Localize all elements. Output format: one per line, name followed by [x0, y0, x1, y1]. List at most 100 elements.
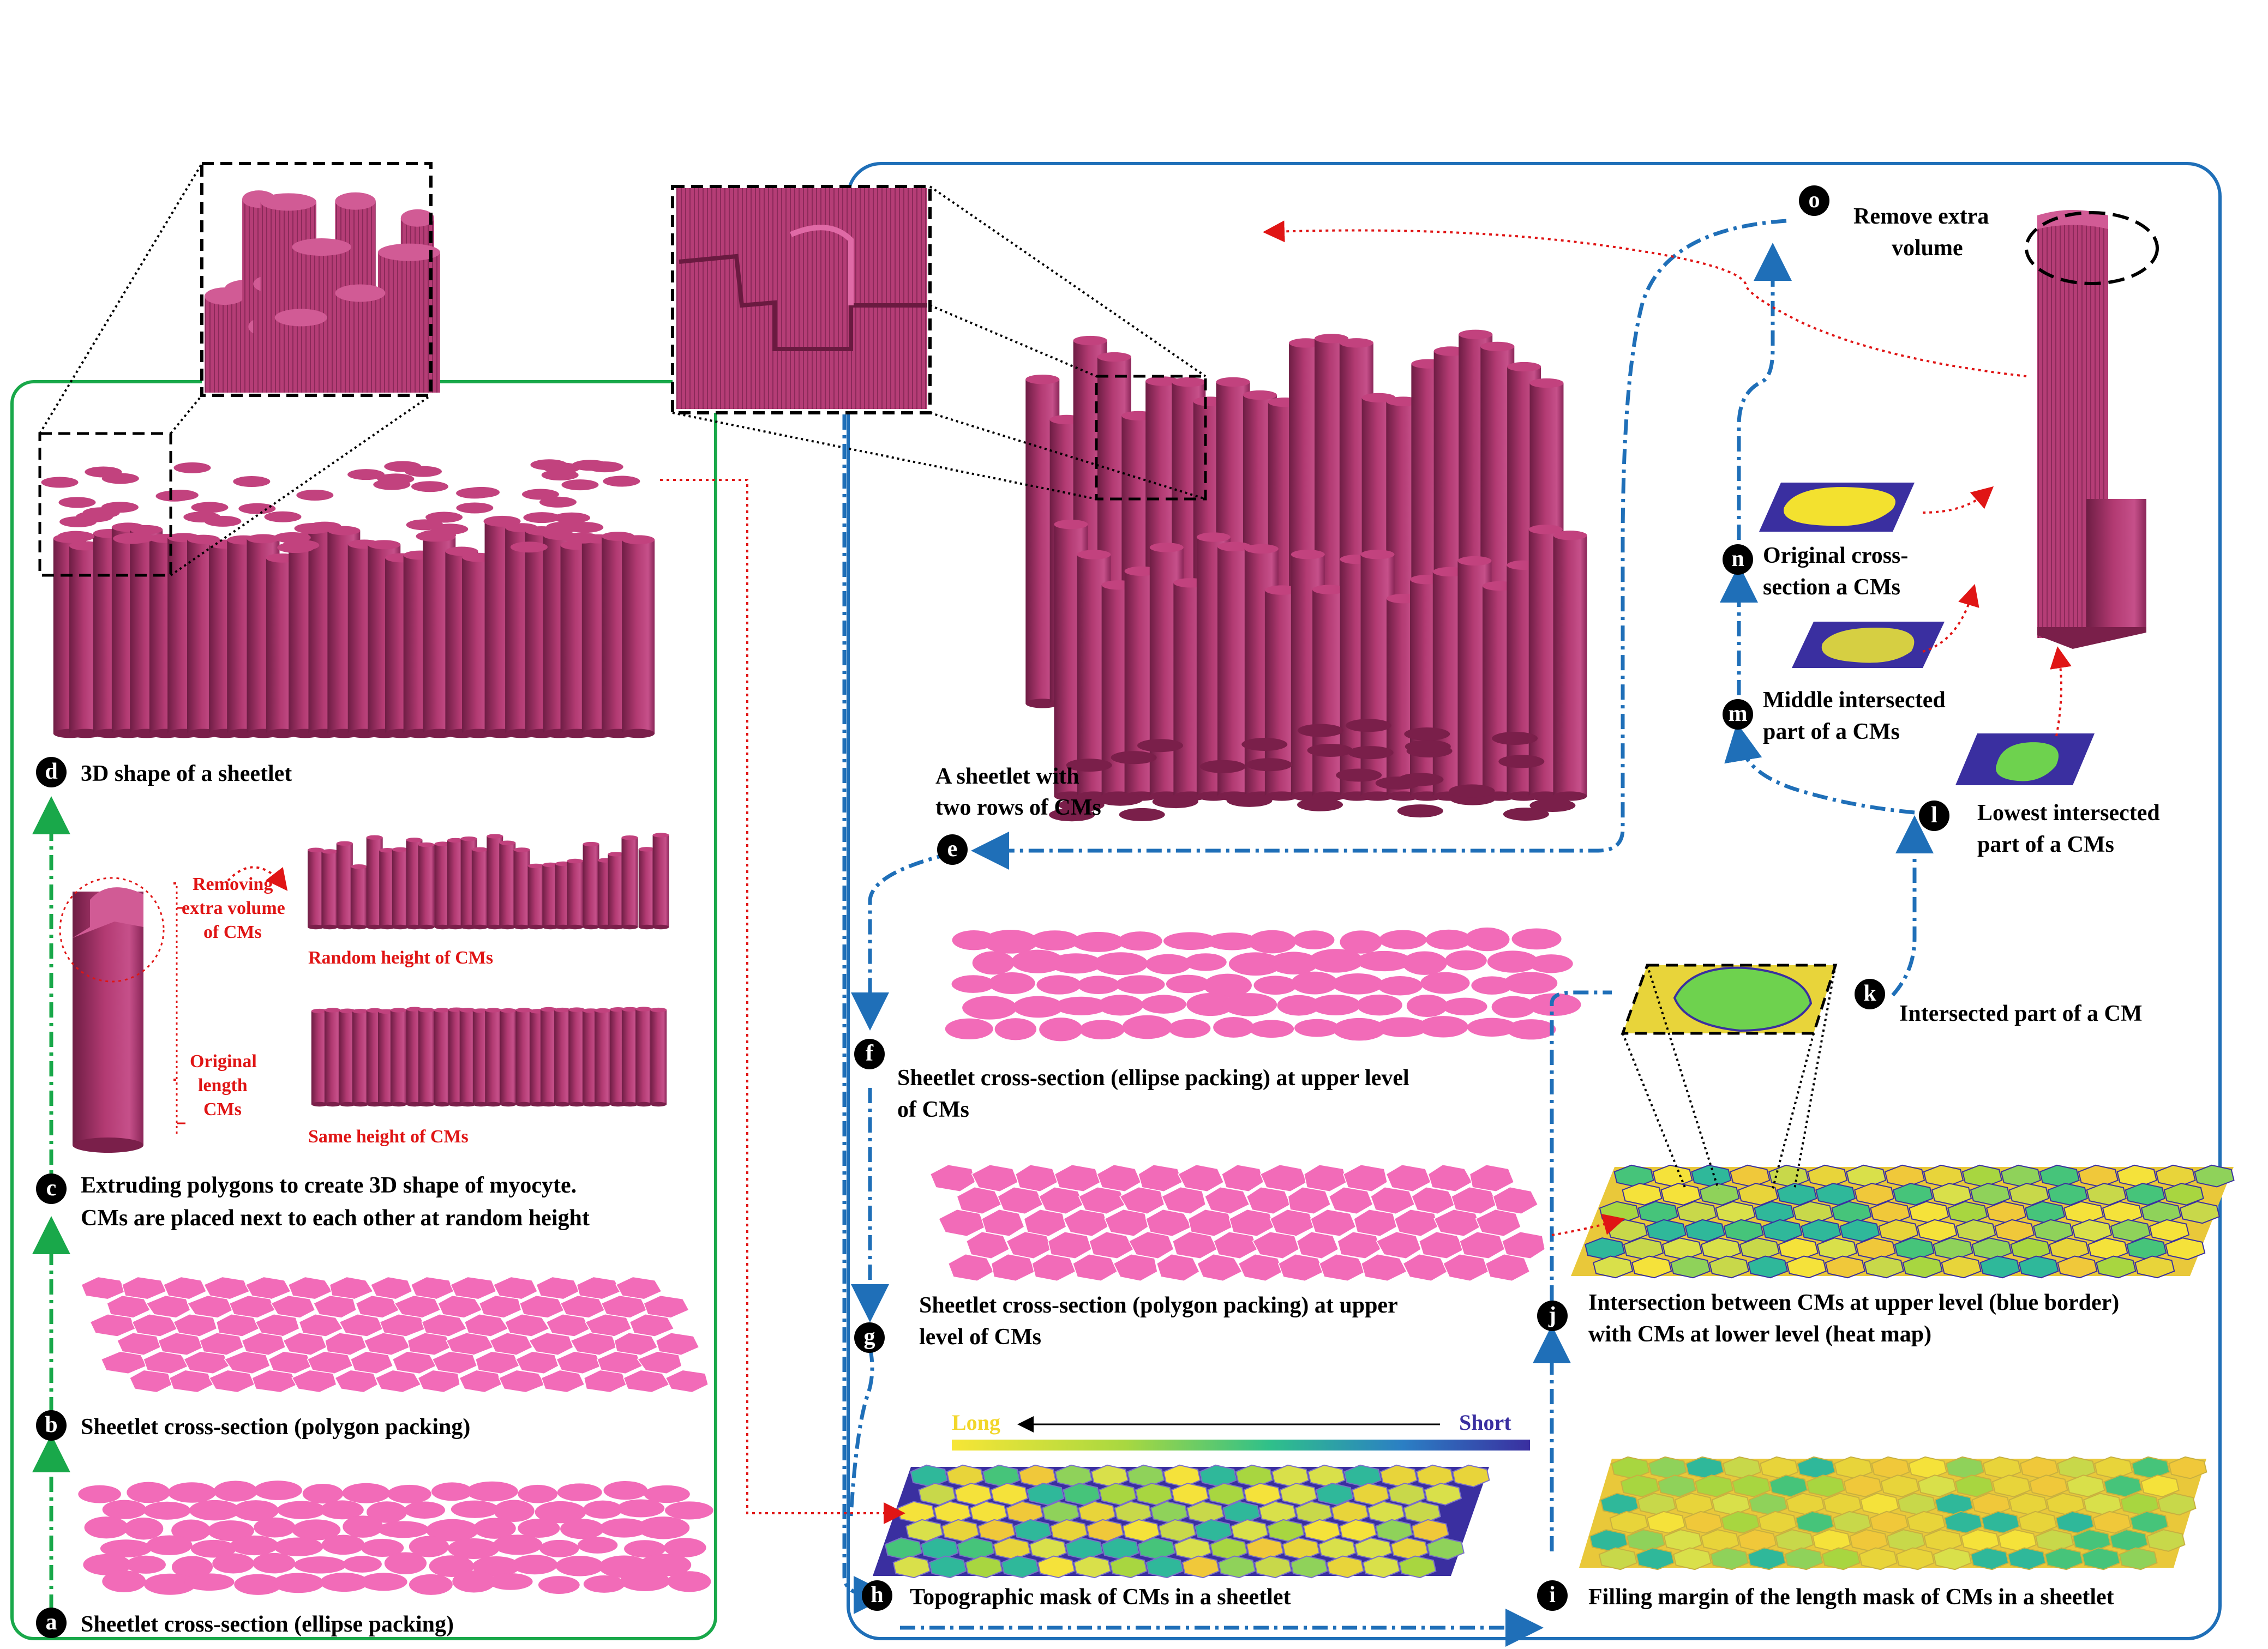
- mask-cell: [1821, 1547, 1861, 1570]
- cm-polygon: [965, 1231, 1010, 1260]
- label-a: Sheetlet cross-section (ellipse packing): [81, 1612, 454, 1637]
- cm-top: [447, 838, 464, 843]
- c-bracket-markers: [59, 877, 185, 1137]
- cm-polygon: [1296, 1231, 1339, 1260]
- cm-cut-top: [73, 887, 143, 938]
- cm-top: [1264, 585, 1299, 595]
- cm-base: [434, 924, 451, 930]
- mask-cell: [1620, 1475, 1659, 1497]
- cm-top: [563, 532, 601, 544]
- cm-base: [635, 1102, 652, 1107]
- zoom-guide: [672, 412, 1097, 500]
- scale-short-label: Short: [1459, 1410, 1511, 1435]
- mask-cell: [1635, 1547, 1675, 1570]
- cm-polygon: [1342, 1164, 1388, 1193]
- cm-base: [1347, 746, 1394, 760]
- intersection-map-j: [1571, 1164, 2235, 1279]
- badge-d: d: [36, 757, 67, 787]
- cm-ellipse: [277, 1501, 326, 1519]
- cm-top: [58, 497, 96, 508]
- cm-base: [471, 924, 488, 930]
- mask-cell: [1858, 1547, 1898, 1570]
- cm-ellipse: [451, 1500, 499, 1518]
- mask-cell: [1738, 1183, 1779, 1206]
- cm-polygon: [187, 1295, 234, 1319]
- cm-polygon: [1054, 1164, 1101, 1193]
- cm-polygon: [1411, 1186, 1456, 1215]
- zoom-guide: [1646, 965, 1719, 1189]
- cm-polygon: [956, 1186, 1003, 1215]
- zoom-top: [260, 193, 317, 211]
- label-h: Topographic mask of CMs in a sheetlet: [910, 1585, 1291, 1610]
- mask-cell: [1892, 1183, 1934, 1206]
- red-dotted-links: [173, 220, 2072, 1524]
- cm-ellipse: [1115, 975, 1165, 994]
- mask-cell: [1839, 1219, 1880, 1242]
- blue-flow-arrows: [842, 219, 1934, 1647]
- cm-ellipse: [603, 1481, 648, 1500]
- cm-side-block: [2086, 499, 2146, 633]
- mask-cell: [1598, 1547, 1637, 1570]
- cm-ellipse: [343, 1556, 382, 1573]
- cm-base: [487, 924, 503, 930]
- cm-top: [418, 1008, 435, 1013]
- mask-cell: [1917, 1475, 1957, 1497]
- cm-top: [1073, 335, 1107, 346]
- mask-cell: [1777, 1183, 1817, 1206]
- cm-ellipse: [361, 1538, 404, 1557]
- mask-cell: [1657, 1475, 1697, 1497]
- cm-top: [541, 470, 579, 481]
- cm-ellipse: [273, 1573, 324, 1593]
- label-b: Sheetlet cross-section (polygon packing): [81, 1415, 471, 1440]
- mask-cell: [2092, 1510, 2132, 1534]
- cm-polygon: [1394, 1208, 1438, 1237]
- cm-ellipse: [1529, 954, 1573, 973]
- cm-ellipse: [84, 1516, 129, 1539]
- cm-ellipse: [360, 1573, 407, 1591]
- cm-ellipse: [293, 1556, 347, 1574]
- mask-cell: [1399, 1555, 1437, 1579]
- strip-cylinder: [336, 843, 353, 927]
- cm-top: [471, 847, 488, 852]
- cm-ellipse: [1491, 996, 1536, 1018]
- mask-cell: [1279, 1483, 1318, 1506]
- cm-polygon: [1376, 1231, 1422, 1260]
- cm-polygon: [1492, 1186, 1539, 1215]
- mask-cell: [905, 1519, 944, 1542]
- cm-ellipse: [667, 1571, 711, 1592]
- mask-cell: [1660, 1183, 1701, 1206]
- mask-cell: [2146, 1529, 2186, 1552]
- label-o-line2: volume: [1892, 236, 1963, 261]
- cm-ellipse: [1418, 1016, 1468, 1038]
- badge-i: i: [1537, 1580, 1568, 1611]
- cm-base: [1375, 776, 1421, 790]
- cm-ellipse: [1356, 994, 1402, 1016]
- cm-top: [183, 511, 221, 523]
- cm-polygon: [307, 1351, 353, 1375]
- cm-polygon: [324, 1332, 368, 1356]
- mask-cell: [2057, 1255, 2098, 1279]
- cm-base: [554, 1102, 571, 1107]
- cm-ellipse: [1333, 1018, 1385, 1041]
- cm-ellipse: [945, 1018, 993, 1040]
- cm-polygon: [241, 1332, 286, 1356]
- badge-h: h: [862, 1580, 892, 1611]
- cm-polygon: [1228, 1208, 1275, 1237]
- cm-top: [1145, 376, 1180, 386]
- badge-f: f: [854, 1039, 885, 1069]
- cm-base: [542, 924, 559, 930]
- zoom-guide: [929, 304, 1097, 377]
- cm-top: [377, 473, 415, 485]
- cm-polygon: [339, 1314, 385, 1337]
- cm-base: [567, 924, 584, 930]
- cm-ellipse: [1511, 928, 1562, 950]
- cm-top: [173, 462, 211, 473]
- cm-ellipse: [1077, 976, 1120, 995]
- cm-polygon: [224, 1351, 271, 1375]
- cm-polygon: [1156, 1253, 1200, 1282]
- cm-ellipse: [404, 1501, 446, 1519]
- cm-top: [1289, 338, 1323, 348]
- mask-cell: [1747, 1255, 1789, 1279]
- cm-base: [621, 924, 638, 930]
- strip-cylinder: [434, 1010, 451, 1104]
